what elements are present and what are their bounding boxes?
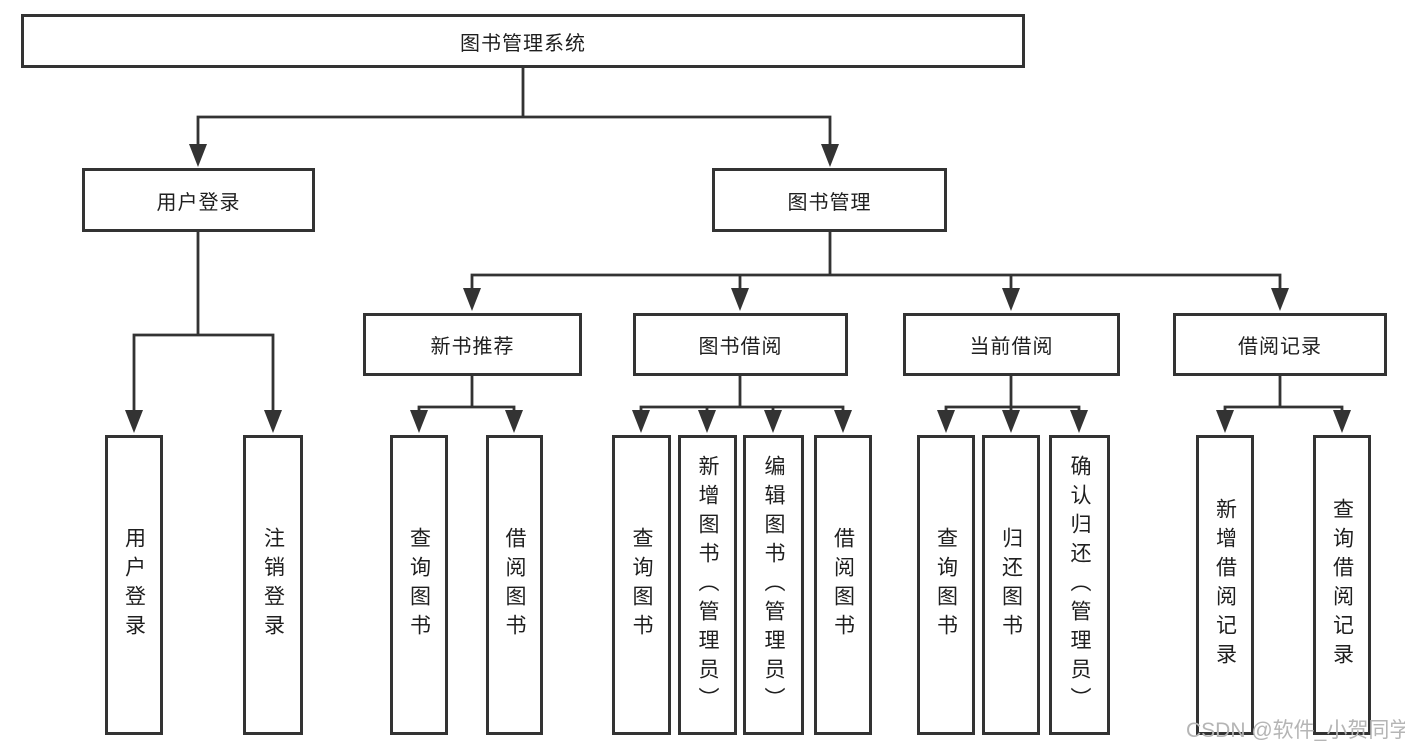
csdn-watermark: CSDN @软件_小贺同学 bbox=[1186, 719, 1405, 742]
leaf-node-label: 确认归还（管理员） bbox=[1068, 454, 1091, 716]
arrowhead bbox=[632, 410, 650, 433]
section-node-new-book-recommend: 新书推荐 bbox=[363, 313, 582, 376]
connector-split bbox=[944, 405, 1081, 411]
arrowhead bbox=[125, 410, 143, 433]
leaf-node-label: 用户登录 bbox=[122, 527, 146, 643]
section-node-label: 当前借阅 bbox=[969, 336, 1054, 358]
section-node-borrow-records: 借阅记录 bbox=[1173, 313, 1387, 376]
section-node-label: 新书推荐 bbox=[430, 336, 515, 358]
connector-user-login-split bbox=[132, 333, 275, 410]
leaf-node-return-books: 归还图书 bbox=[982, 435, 1040, 735]
branch-node-label: 图书管理 bbox=[787, 191, 872, 214]
arrowhead-book-management bbox=[821, 144, 839, 167]
leaf-node-user-login: 用户登录 bbox=[105, 435, 163, 735]
arrowhead bbox=[937, 410, 955, 433]
leaf-node-label: 新增借阅记录 bbox=[1213, 498, 1237, 672]
leaf-node-query-books: 查询图书 bbox=[612, 435, 671, 735]
leaf-node-label: 新增图书（管理员） bbox=[696, 454, 719, 716]
leaf-node-label: 注销登录 bbox=[261, 527, 285, 643]
leaf-node-logout: 注销登录 bbox=[243, 435, 303, 735]
leaf-node-add-borrow-record: 新增借阅记录 bbox=[1196, 435, 1254, 735]
leaf-node-label: 借阅图书 bbox=[503, 527, 526, 643]
leaf-node-confirm-return-admin: 确认归还（管理员） bbox=[1049, 435, 1110, 735]
leaf-node-query-books: 查询图书 bbox=[917, 435, 975, 735]
arrowhead bbox=[1002, 410, 1020, 433]
arrowhead bbox=[1002, 288, 1020, 311]
leaf-node-label: 编辑图书（管理员） bbox=[762, 454, 785, 716]
root-node-library-system: 图书管理系统 bbox=[21, 14, 1025, 68]
section-node-label: 图书借阅 bbox=[698, 336, 783, 358]
arrowhead bbox=[410, 410, 428, 433]
leaf-node-add-books-admin: 新增图书（管理员） bbox=[678, 435, 737, 735]
leaf-node-label: 查询图书 bbox=[407, 527, 431, 643]
connector-sections-split bbox=[470, 273, 1282, 290]
arrowhead bbox=[505, 410, 523, 433]
arrowhead-user-login bbox=[189, 144, 207, 167]
arrowhead bbox=[1216, 410, 1234, 433]
arrowhead bbox=[834, 410, 852, 433]
leaf-node-label: 查询图书 bbox=[630, 527, 653, 643]
arrowhead bbox=[731, 288, 749, 311]
root-node-label: 图书管理系统 bbox=[460, 32, 586, 55]
leaf-node-label: 借阅图书 bbox=[831, 527, 855, 643]
leaf-node-query-books: 查询图书 bbox=[390, 435, 448, 735]
branch-node-user-login: 用户登录 bbox=[82, 168, 315, 232]
section-node-label: 借阅记录 bbox=[1238, 336, 1322, 358]
arrowhead bbox=[264, 410, 282, 433]
section-node-current-borrow: 当前借阅 bbox=[903, 313, 1120, 376]
leaf-node-label: 查询借阅记录 bbox=[1330, 498, 1354, 672]
branch-node-book-management: 图书管理 bbox=[712, 168, 947, 232]
arrowhead bbox=[1271, 288, 1289, 311]
leaf-node-borrow-books: 借阅图书 bbox=[486, 435, 543, 735]
connector-split bbox=[417, 405, 516, 411]
connector-split bbox=[1223, 405, 1344, 411]
arrowhead bbox=[1333, 410, 1351, 433]
connector-level1-split bbox=[196, 115, 832, 146]
section-node-book-borrow: 图书借阅 bbox=[633, 313, 848, 376]
arrowhead bbox=[698, 410, 716, 433]
arrowhead bbox=[1070, 410, 1088, 433]
branch-node-label: 用户登录 bbox=[156, 191, 241, 214]
leaf-node-label: 查询图书 bbox=[934, 527, 958, 643]
arrowhead bbox=[764, 410, 782, 433]
leaf-node-edit-books-admin: 编辑图书（管理员） bbox=[743, 435, 804, 735]
leaf-node-label: 归还图书 bbox=[999, 527, 1023, 643]
leaf-node-query-borrow-record: 查询借阅记录 bbox=[1313, 435, 1371, 735]
arrowhead bbox=[463, 288, 481, 311]
connector-split bbox=[639, 405, 845, 411]
leaf-node-borrow-books: 借阅图书 bbox=[814, 435, 872, 735]
